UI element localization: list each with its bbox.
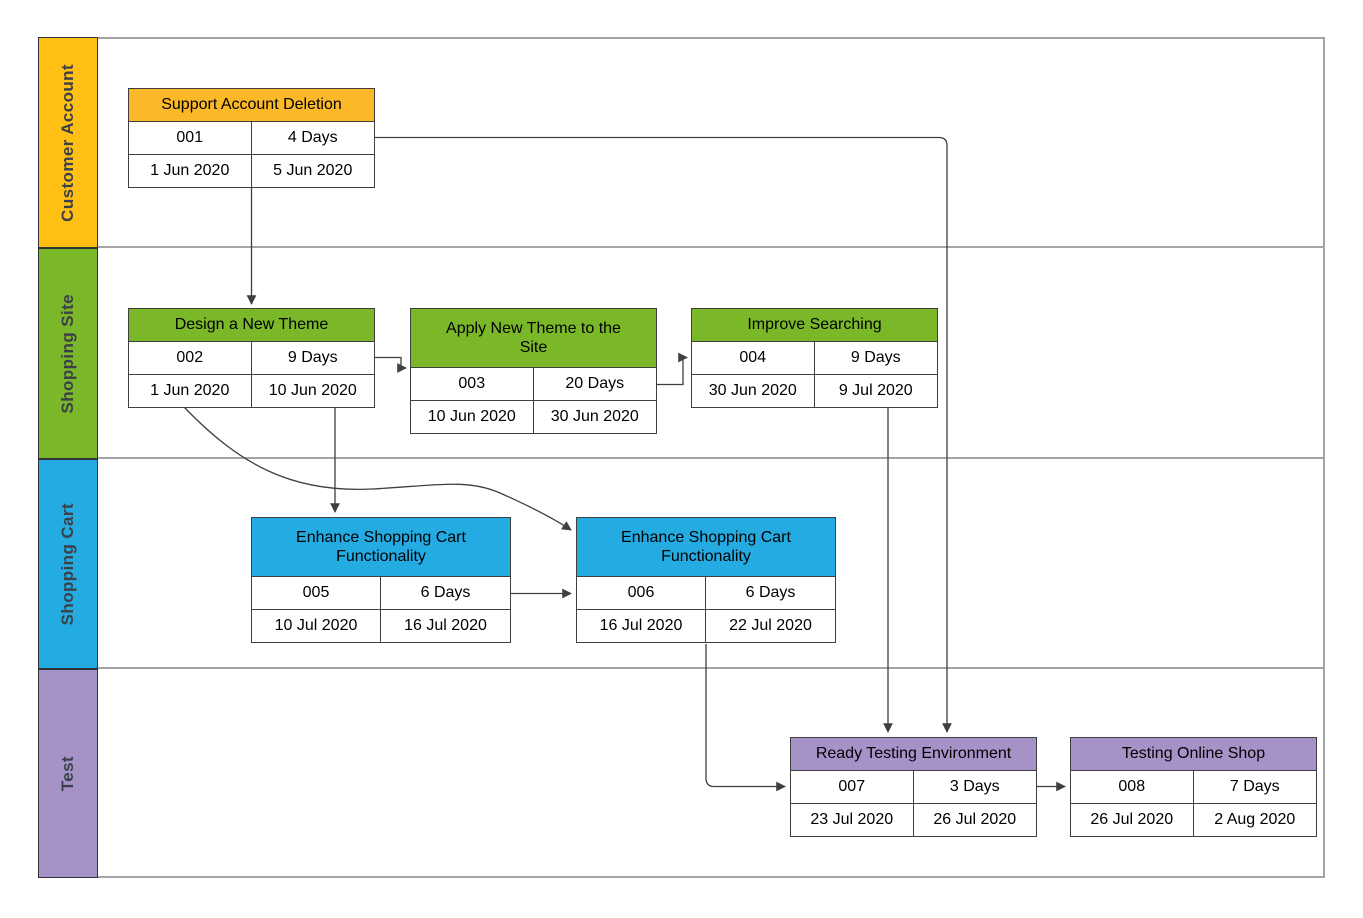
task-duration: 3 Days [913,771,1036,804]
lane-label-text: Shopping Cart [58,502,77,626]
task-duration: 4 Days [251,122,374,155]
lane-label-text: Customer Account [58,63,77,222]
task-start-date: 1 Jun 2020 [129,155,252,187]
task-duration: 7 Days [1193,771,1316,804]
lane-label-text: Shopping Site [58,293,77,414]
task-start-date: 16 Jul 2020 [577,610,706,642]
task-end-date: 22 Jul 2020 [729,617,812,634]
task-duration: 9 Days [814,342,937,375]
task-start-date: 10 Jul 2020 [252,610,381,642]
task-id: 006 [577,577,706,610]
task-id: 004 [692,342,815,375]
task-title: Testing Online Shop [1071,738,1316,771]
task-duration: 6 Days [706,577,835,610]
task-title: Support Account Deletion [129,89,374,122]
task-title: Enhance Shopping Cart Functionality [252,518,510,577]
task-id: 003 [411,368,534,401]
task-title: Design a New Theme [129,309,374,342]
task-duration: 9 Days [251,342,374,375]
task-start-date: 30 Jun 2020 [692,375,815,407]
task-end-date: 9 Jul 2020 [838,382,913,399]
task-id: 007 [791,771,914,804]
task-title: Enhance Shopping Cart Functionality [577,518,835,577]
task-end-date: 5 Jun 2020 [273,162,353,179]
task-title: Apply New Theme to the Site [411,309,656,368]
task-end-date: 10 Jun 2020 [268,382,357,399]
task-start-date: 10 Jun 2020 [411,401,534,433]
lane-label-text: Test [58,755,77,792]
task-id: 005 [252,577,381,610]
task-id: 002 [129,342,252,375]
lane-divider [97,246,1325,248]
task-start-date: 26 Jul 2020 [1071,804,1194,836]
lane-label-customer-account[interactable]: Customer Account [38,37,98,248]
lane-divider [97,457,1325,459]
task-end-date: 16 Jul 2020 [404,617,487,634]
lane-label-shopping-cart[interactable]: Shopping Cart [38,459,98,669]
task-end-date: 26 Jul 2020 [933,811,1017,828]
task-start-date: 23 Jul 2020 [791,804,914,836]
task-duration: 20 Days [533,368,656,401]
lane-label-test[interactable]: Test [38,669,98,878]
task-title: Improve Searching [692,309,937,342]
task-start-date: 1 Jun 2020 [129,375,252,407]
task-id: 001 [129,122,252,155]
task-end-date: 30 Jun 2020 [550,408,639,425]
task-end-date: 2 Aug 2020 [1214,811,1296,828]
task-duration: 6 Days [381,577,510,610]
lane-divider [97,667,1325,669]
task-id: 008 [1071,771,1194,804]
lane-label-shopping-site[interactable]: Shopping Site [38,248,98,459]
task-title: Ready Testing Environment [791,738,1036,771]
